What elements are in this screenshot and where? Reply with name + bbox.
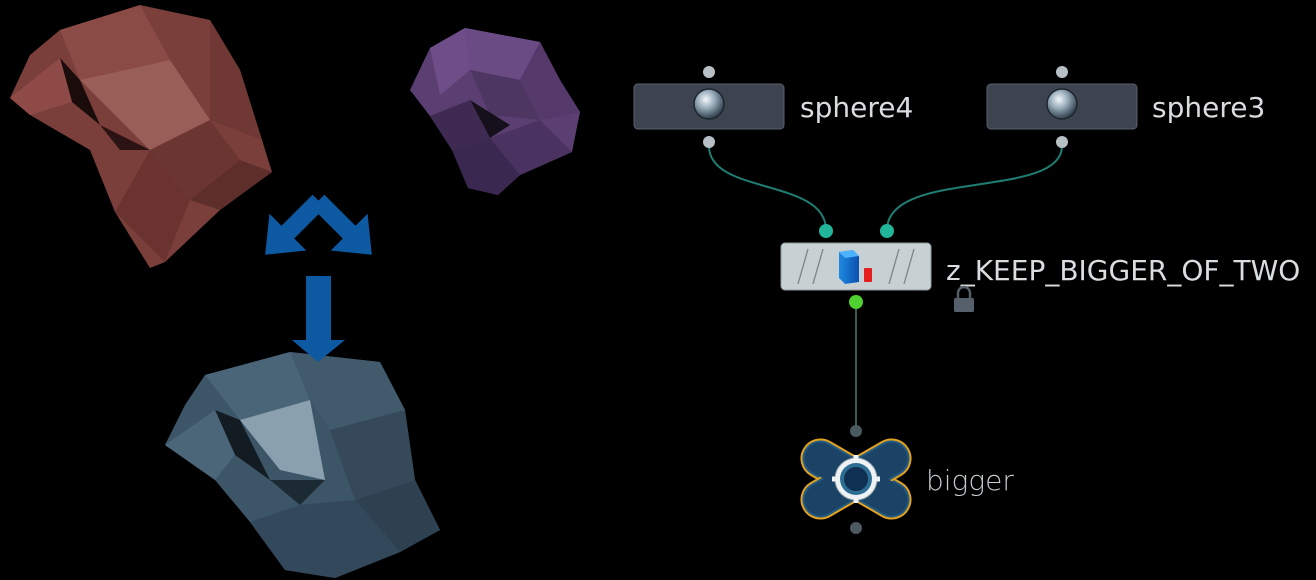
wire-sphere4-to-merge — [708, 145, 827, 231]
output-connector[interactable] — [850, 522, 862, 534]
hda-blue-box-icon — [839, 250, 872, 284]
node-label: sphere3 — [1152, 91, 1265, 124]
wires — [708, 145, 1063, 428]
node-label: sphere4 — [800, 91, 913, 124]
sphere-icon — [693, 88, 725, 120]
output-connector[interactable] — [849, 295, 863, 309]
arrow-down-left-icon — [311, 194, 372, 255]
output-connector[interactable] — [703, 136, 715, 148]
output-null-icon[interactable] — [795, 433, 918, 526]
node-stripes — [797, 248, 915, 285]
input-connector-2[interactable] — [880, 224, 894, 238]
input-connector-1[interactable] — [819, 224, 833, 238]
wire-sphere3-to-merge — [886, 145, 1063, 231]
input-connector[interactable] — [703, 66, 715, 78]
node-label: z_KEEP_BIGGER_OF_TWO — [946, 254, 1300, 287]
rock-blue — [165, 352, 440, 578]
node-label: bigger — [926, 464, 1014, 497]
input-connector[interactable] — [1056, 66, 1068, 78]
node-sphere4[interactable]: sphere4 — [633, 66, 913, 148]
rock-purple — [410, 28, 580, 195]
node-bigger-output[interactable]: bigger — [795, 425, 1015, 534]
node-keep-bigger[interactable]: z_KEEP_BIGGER_OF_TWO — [780, 224, 1300, 312]
arrow-down-icon — [292, 276, 345, 362]
rock-red — [10, 5, 272, 268]
input-connector[interactable] — [850, 425, 862, 437]
merge-arrows — [265, 194, 372, 362]
sphere-icon — [1046, 88, 1078, 120]
node-sphere3[interactable]: sphere3 — [986, 66, 1265, 148]
lock-icon[interactable] — [954, 285, 974, 312]
output-connector[interactable] — [1056, 136, 1068, 148]
gear-icon — [832, 455, 880, 503]
